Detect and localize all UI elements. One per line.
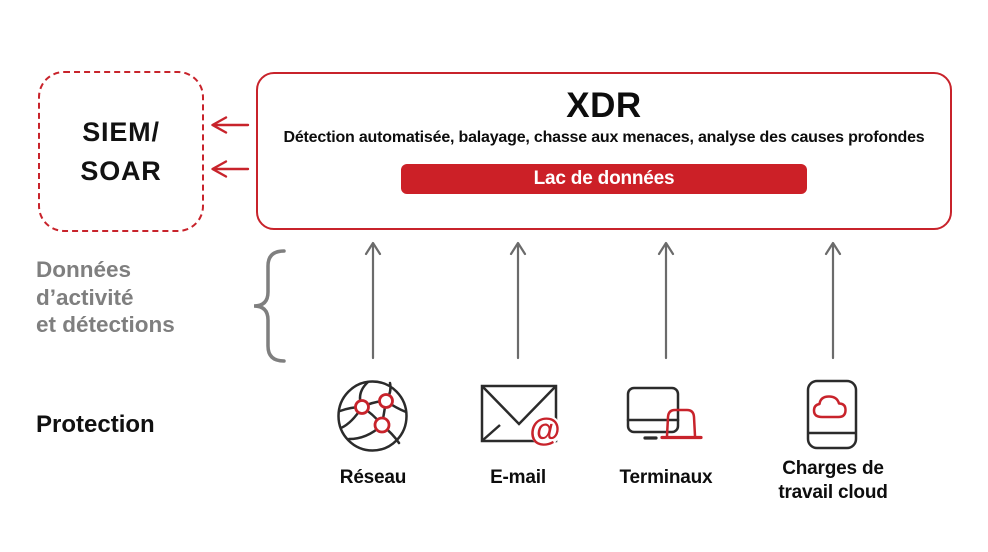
- svg-text:@: @: [529, 412, 560, 447]
- data-lake-label: Lac de données: [533, 168, 675, 189]
- red-arrow-to-siem-bottom: [211, 160, 250, 178]
- source-label-network: Réseau: [339, 467, 407, 488]
- siem-soar-box: SIEM/ SOAR: [38, 71, 204, 232]
- cloud-workload-icon: [806, 379, 858, 450]
- xdr-title: XDR: [566, 86, 642, 125]
- up-arrow-cloud: [824, 241, 842, 360]
- siem-soar-label: SIEM/ SOAR: [80, 113, 161, 191]
- activity-data-label: Données d’activité et détections: [36, 256, 175, 339]
- email-at-icon: @: [480, 384, 561, 448]
- up-arrow-network: [364, 241, 382, 360]
- xdr-box: XDR Détection automatisée, balayage, cha…: [256, 72, 952, 230]
- red-arrow-to-siem-top: [211, 116, 250, 134]
- siem-soar-line2: SOAR: [80, 155, 162, 186]
- activity-data-line1: Données: [36, 257, 132, 282]
- source-label-cloud: Charges de travail cloud: [778, 458, 888, 503]
- data-lake-bar: Lac de données: [401, 164, 807, 194]
- protection-label: Protection: [36, 411, 155, 438]
- activity-brace: [253, 249, 286, 363]
- activity-data-line2: d’activité: [36, 284, 134, 310]
- up-arrow-endpoints: [657, 241, 675, 360]
- xdr-subtitle: Détection automatisée, balayage, chasse …: [283, 129, 925, 146]
- network-globe-icon: [336, 379, 409, 453]
- up-arrow-email: [509, 241, 527, 360]
- source-label-endpoints: Terminaux: [619, 467, 713, 488]
- endpoint-devices-icon: [625, 386, 711, 442]
- source-label-email: E-mail: [490, 467, 546, 488]
- siem-soar-line1: SIEM/: [82, 116, 160, 147]
- activity-data-line3: et détections: [36, 312, 175, 337]
